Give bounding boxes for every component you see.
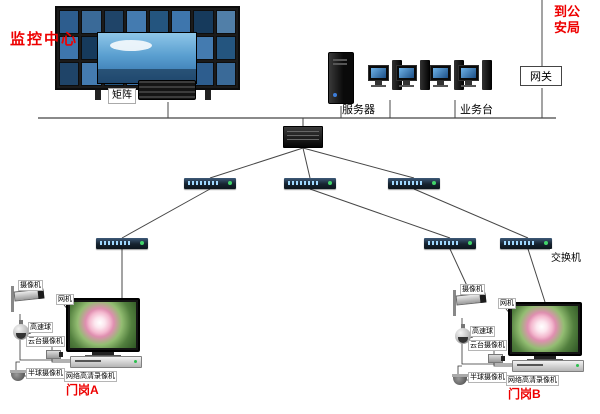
core-switch-device [283, 126, 323, 148]
monitor-screen [70, 302, 136, 348]
video-wall-main-screen [97, 32, 197, 84]
monitor-base [461, 85, 476, 87]
wall-screen-tile [126, 10, 147, 34]
gate-title: 门岗B [508, 387, 541, 401]
ptz-label: 云台摄像机 [468, 340, 507, 351]
workstation [396, 60, 430, 100]
gate-monitor [66, 298, 140, 352]
pc-monitor-icon [430, 65, 451, 81]
monitor-stand [437, 81, 444, 85]
monitor-center-label: 监控中心 [10, 31, 79, 48]
business-desk-label: 业务台 [460, 104, 493, 116]
dome-ball [455, 328, 471, 344]
camera-label: 摄像机 [460, 284, 485, 295]
wall-screen-tile [215, 62, 236, 86]
ptz-label: 云台摄像机 [26, 336, 65, 347]
half-dome-label: 半球摄像机 [26, 368, 65, 379]
switch-gate-a [96, 238, 148, 249]
wall-leg [205, 90, 211, 100]
dvr-recorder [512, 360, 584, 372]
half-dome-camera-icon [10, 370, 28, 382]
wall-leg [95, 90, 101, 100]
switch-gate-b1 [424, 238, 476, 249]
monitor-base [399, 85, 414, 87]
wall-screen-tile [148, 10, 169, 34]
speed-dome-label: 高速球 [28, 322, 53, 333]
pc-tower-icon [482, 60, 492, 90]
gate-b-group: 摄像机 网机 高速球 云台摄像机 半球摄像机 网络高清录像机 门岗B [450, 282, 600, 410]
wall-screen-tile [103, 10, 125, 34]
pc-monitor-icon [458, 65, 479, 81]
speed-dome-label: 高速球 [470, 326, 495, 337]
video-wall [55, 6, 240, 90]
matrix-device [138, 80, 196, 100]
server-label: 服务器 [342, 104, 375, 116]
switch-left [184, 178, 236, 189]
monitor-base [371, 85, 386, 87]
monitor-stand [403, 81, 410, 85]
monitor-stand [465, 81, 472, 85]
ptz-camera-icon [488, 352, 506, 364]
gateway-box: 网关 [520, 66, 562, 86]
wall-screen-tile [81, 10, 102, 34]
monitor-stand [375, 81, 382, 85]
bullet-camera-icon [8, 284, 54, 314]
wall-screen-tile [193, 10, 214, 34]
wall-screen-tile [170, 10, 192, 34]
half-dome-label: 半球摄像机 [468, 372, 507, 383]
gateway-label: 网关 [530, 71, 552, 83]
switch-middle [284, 178, 336, 189]
ptz-camera-icon [46, 348, 64, 360]
pc-monitor-icon [368, 65, 389, 81]
dvr-label: 网络高清录像机 [506, 375, 559, 386]
server-tower [328, 52, 354, 104]
wall-screen-tile [215, 10, 236, 34]
pc-monitor-icon [396, 65, 417, 81]
gate-monitor [508, 302, 582, 356]
pc-tower-icon [420, 60, 430, 90]
net-camera-label: 网机 [498, 298, 516, 309]
gate-a-group: 摄像机 网机 高速球 云台摄像机 半球摄像机 网络高清录像机 门岗A [8, 278, 158, 406]
switch-label: 交换机 [550, 249, 582, 264]
dvr-recorder [70, 356, 142, 368]
switch-right [388, 178, 440, 189]
gate-title: 门岗A [66, 383, 99, 397]
monitor-base [433, 85, 448, 87]
to-police-label: 到公安局 [554, 4, 581, 35]
matrix-label: 矩阵 [108, 88, 136, 104]
wall-screen-tile [59, 36, 80, 60]
half-dome-camera-icon [452, 374, 470, 386]
bullet-camera-icon [450, 288, 496, 318]
dome-ball [13, 324, 29, 340]
wall-screen-tile [215, 36, 236, 60]
net-camera-label: 网机 [56, 294, 74, 305]
wall-screen-tile [59, 62, 80, 86]
monitor-screen [512, 306, 578, 352]
speed-dome-camera-icon [454, 324, 472, 348]
wall-screen-tile [59, 10, 80, 34]
workstation [458, 60, 492, 100]
switch-gate-b2 [500, 238, 552, 249]
dvr-label: 网络高清录像机 [64, 371, 117, 382]
speed-dome-camera-icon [12, 320, 30, 344]
camera-label: 摄像机 [18, 280, 43, 291]
